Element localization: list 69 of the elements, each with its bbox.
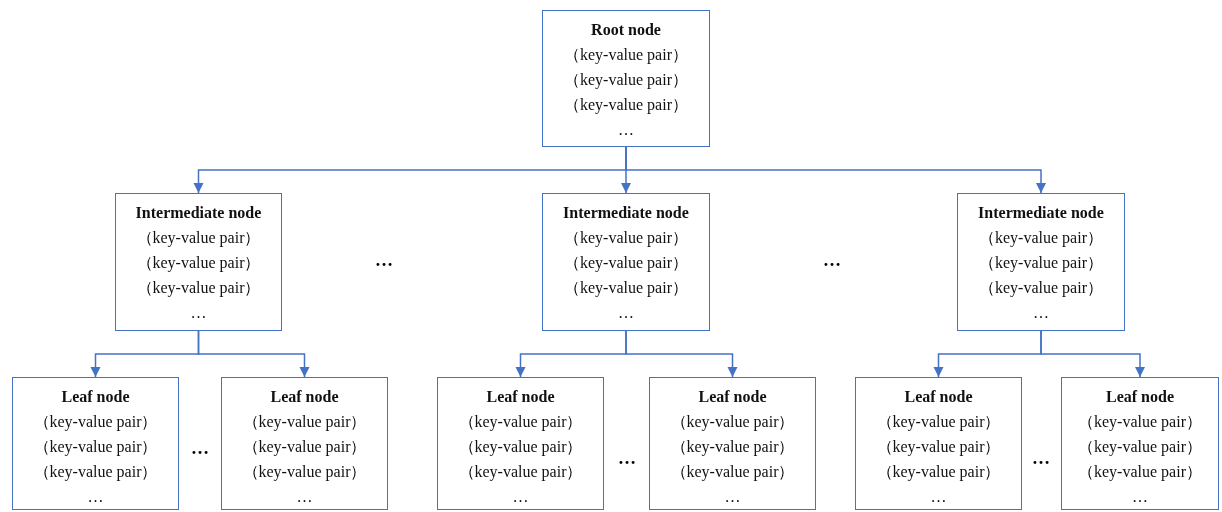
node-title: Leaf node: [269, 387, 340, 407]
node-title: Leaf node: [697, 387, 768, 407]
leaf-node-box: [1061, 377, 1219, 510]
key-value-text: （key-value pair）: [978, 228, 1104, 249]
key-value-text: （key-value pair）: [457, 437, 584, 458]
key-value-text: （key-value pair）: [875, 437, 1002, 458]
key-value-text: （key-value pair）: [563, 95, 689, 116]
key-value-text: （key-value pair）: [563, 228, 689, 249]
key-value-text: （key-value pair）: [135, 278, 262, 299]
leaf-node-box: [221, 377, 388, 510]
node-title: Leaf node: [60, 387, 131, 407]
connector-arrow: [625, 146, 1047, 194]
connector-arrow: [625, 330, 738, 378]
key-value-text: （key-value pair）: [563, 70, 689, 91]
leaf-node-box: [12, 377, 179, 510]
key-value-text: （key-value pair）: [978, 278, 1104, 299]
key-value-text: （key-value pair）: [457, 412, 584, 433]
key-value-text: （key-value pair）: [669, 462, 796, 483]
key-value-text: （key-value pair）: [669, 412, 796, 433]
intermediate-node-box: [115, 193, 282, 331]
ellipsis: …: [1032, 303, 1050, 323]
intermediate-node-box: [957, 193, 1125, 331]
key-value-text: （key-value pair）: [135, 253, 262, 274]
key-value-text: （key-value pair）: [669, 437, 796, 458]
key-value-text: （key-value pair）: [563, 278, 689, 299]
ellipsis: …: [1131, 487, 1149, 507]
node-title: Leaf node: [485, 387, 556, 407]
key-value-text: （key-value pair）: [241, 437, 368, 458]
key-value-text: （key-value pair）: [32, 437, 159, 458]
node-title: Intermediate node: [134, 203, 263, 223]
ellipsis: …: [617, 120, 635, 140]
node-title: Intermediate node: [977, 203, 1105, 223]
ellipsis: …: [1032, 448, 1050, 469]
leaf-node-box: [437, 377, 604, 510]
connector-arrow: [197, 330, 310, 378]
ellipsis: …: [723, 487, 742, 507]
key-value-text: （key-value pair）: [1077, 437, 1203, 458]
key-value-text: （key-value pair）: [875, 412, 1002, 433]
ellipsis: …: [511, 487, 530, 507]
key-value-text: （key-value pair）: [241, 462, 368, 483]
key-value-text: （key-value pair）: [563, 45, 689, 66]
key-value-text: （key-value pair）: [978, 253, 1104, 274]
key-value-text: （key-value pair）: [32, 462, 159, 483]
key-value-text: （key-value pair）: [241, 412, 368, 433]
ellipsis: …: [823, 250, 841, 271]
ellipsis: …: [617, 303, 635, 323]
ellipsis: …: [618, 448, 636, 469]
connector-arrow: [1040, 330, 1146, 378]
node-title: Intermediate node: [562, 203, 690, 223]
ellipsis: …: [191, 438, 209, 459]
root-node-box: [542, 10, 710, 147]
ellipsis: …: [375, 250, 393, 271]
leaf-node-box: [649, 377, 816, 510]
ellipsis: …: [86, 487, 105, 507]
ellipsis: …: [295, 487, 314, 507]
key-value-text: （key-value pair）: [563, 253, 689, 274]
key-value-text: （key-value pair）: [1077, 412, 1203, 433]
intermediate-node-box: [542, 193, 710, 331]
ellipsis: …: [929, 487, 948, 507]
node-title: Leaf node: [903, 387, 974, 407]
node-title: Root node: [590, 20, 662, 40]
key-value-text: （key-value pair）: [457, 462, 584, 483]
key-value-text: （key-value pair）: [135, 228, 262, 249]
key-value-text: （key-value pair）: [875, 462, 1002, 483]
leaf-node-box: [855, 377, 1022, 510]
ellipsis: …: [189, 303, 208, 323]
key-value-text: （key-value pair）: [32, 412, 159, 433]
node-title: Leaf node: [1105, 387, 1175, 407]
key-value-text: （key-value pair）: [1077, 462, 1203, 483]
